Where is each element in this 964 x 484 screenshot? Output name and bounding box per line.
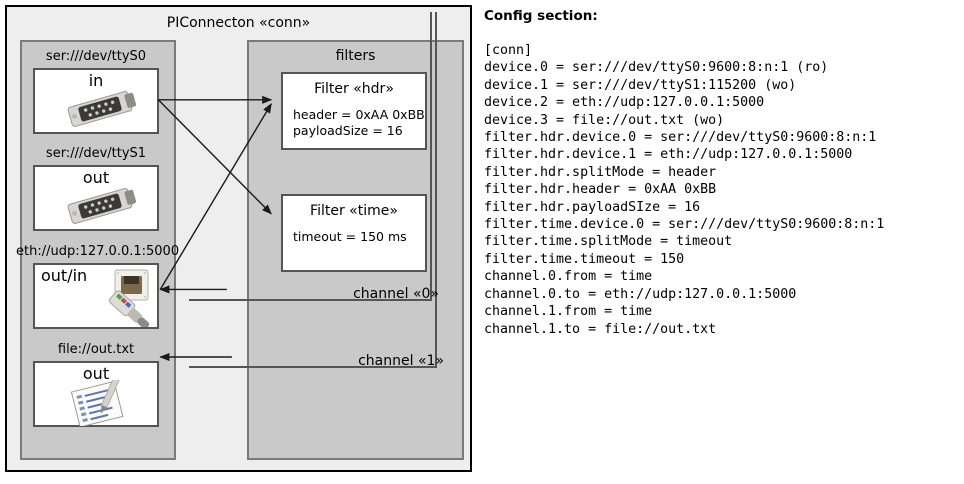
filter-prop-hdr-payload: payloadSize = 16: [293, 123, 403, 138]
config-line: filter.time.device.0 = ser:///dev/ttyS0:…: [484, 217, 885, 233]
config-line: filter.hdr.splitMode = header: [484, 164, 717, 180]
text-file-icon: [70, 380, 124, 426]
channel-label-0: channel «0»: [353, 286, 439, 302]
filter-box-time[interactable]: Filter «time» timeout = 150 ms: [281, 194, 427, 272]
connector-diagram: PIConnecton «conn» ser:///dev/ttyS0 in: [5, 5, 472, 472]
config-line: device.1 = ser:///dev/ttyS1:115200 (wo): [484, 77, 797, 93]
config-line: device.2 = eth://udp:127.0.0.1:5000: [484, 95, 765, 111]
connection-wires: [157, 95, 273, 362]
device-direction-file: out: [82, 364, 110, 383]
device-direction-tty-s0: in: [88, 71, 104, 90]
device-box-tty-s0[interactable]: in: [33, 68, 159, 134]
device-direction-tty-s1: out: [82, 168, 110, 187]
wire-eth-to-hdr: [159, 102, 272, 290]
device-direction-eth: out/in: [41, 266, 88, 285]
device-box-tty-s1[interactable]: out: [33, 165, 159, 231]
device-label-file: file://out.txt: [57, 342, 135, 357]
config-line: channel.1.to = file://out.txt: [484, 321, 717, 337]
config-line: [conn]: [484, 43, 533, 58]
serial-port-icon: [67, 91, 137, 127]
config-line: filter.hdr.payloadSIze = 16: [484, 199, 701, 215]
channel-0-route: [189, 12, 432, 301]
config-section: Config section: [conn] device.0 = ser:///…: [484, 8, 960, 338]
config-line: filter.hdr.header = 0xAA 0xBB: [484, 182, 717, 198]
ethernet-plug-icon: [108, 269, 150, 327]
config-line: device.3 = file://out.txt (wo): [484, 112, 725, 128]
config-line: channel.0.to = eth://udp:127.0.0.1:5000: [484, 286, 797, 302]
device-box-eth[interactable]: out/in: [33, 263, 159, 329]
config-line: filter.hdr.device.0 = ser:///dev/ttyS0:9…: [484, 130, 877, 146]
filter-title-time: Filter «time»: [310, 203, 398, 219]
filter-prop-time-timeout: timeout = 150 ms: [293, 229, 407, 244]
config-line: filter.hdr.device.1 = eth://udp:127.0.0.…: [484, 147, 853, 163]
device-label-tty-s0: ser:///dev/ttyS0: [45, 49, 147, 64]
config-line: channel.0.from = time: [484, 269, 653, 285]
filter-title-hdr: Filter «hdr»: [314, 81, 394, 97]
device-box-file[interactable]: out: [33, 361, 159, 427]
config-line: channel.1.from = time: [484, 304, 653, 320]
device-label-eth: eth://udp:127.0.0.1:5000: [16, 244, 180, 259]
config-lines: [conn] device.0 = ser:///dev/ttyS0:9600:8…: [484, 42, 960, 338]
filters-panel: filters Filter «hdr» header = 0xAA 0xBB …: [189, 12, 464, 460]
config-heading: Config section:: [484, 8, 598, 24]
channel-1-route: [189, 12, 437, 368]
channel-label-1: channel «1»: [358, 353, 444, 369]
devices-panel: ser:///dev/ttyS0 in: [16, 40, 179, 460]
filter-prop-hdr-header: header = 0xAA 0xBB: [293, 107, 425, 122]
serial-port-icon: [67, 188, 137, 224]
config-line: filter.time.splitMode = timeout: [484, 234, 733, 250]
filters-panel-title: filters: [335, 48, 376, 64]
diagram-title: PIConnecton «conn»: [166, 15, 311, 31]
config-line: device.0 = ser:///dev/ttyS0:9600:8:n:1 (…: [484, 60, 829, 76]
device-label-tty-s1: ser:///dev/ttyS1: [45, 146, 147, 161]
wire-ttys0-to-time: [157, 99, 272, 215]
config-line: filter.time.timeout = 150: [484, 251, 685, 267]
filter-box-hdr[interactable]: Filter «hdr» header = 0xAA 0xBB payloadS…: [281, 72, 427, 150]
